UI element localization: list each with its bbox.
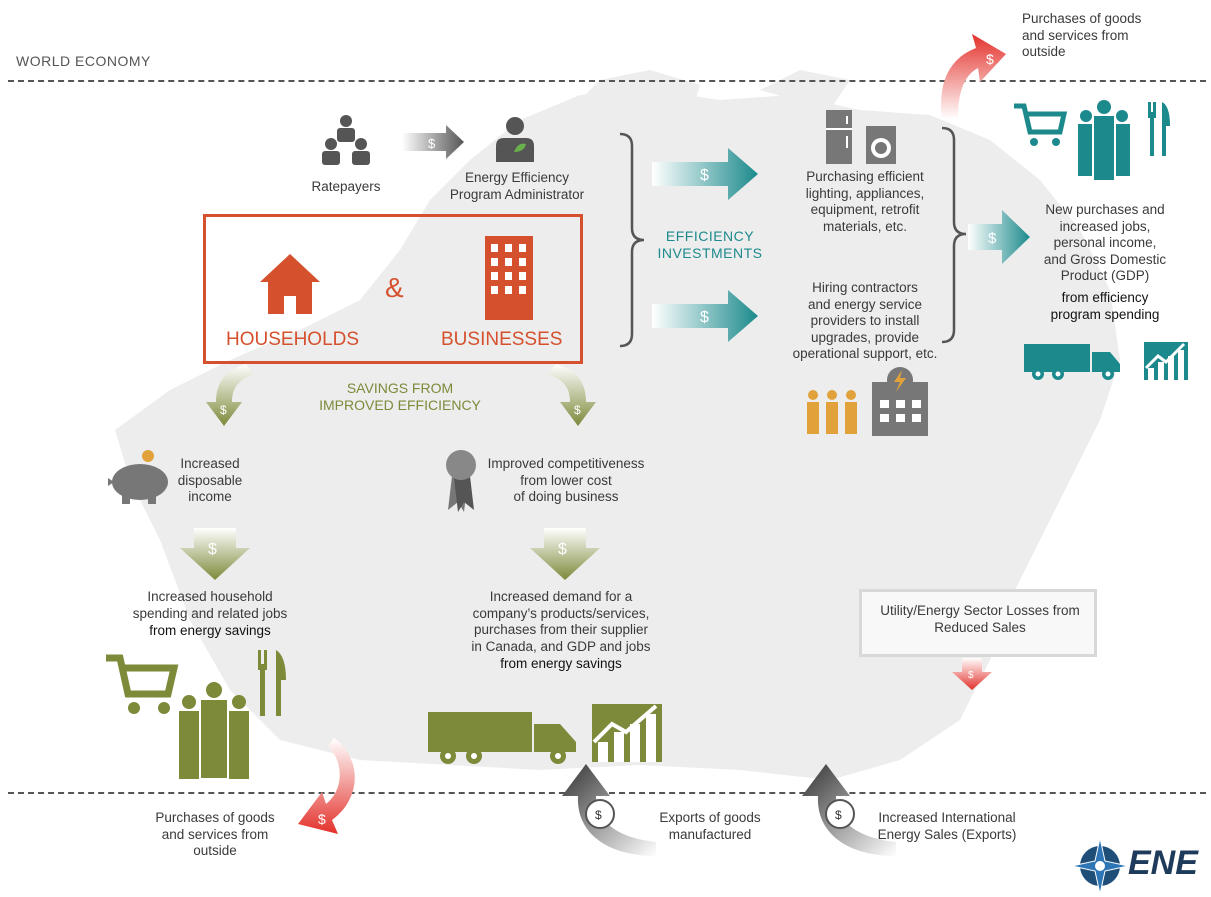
svg-text:$: $: [318, 811, 326, 827]
hiring-text: Hiring contractors and energy service pr…: [792, 280, 938, 361]
people-group-icon-teal: [1078, 100, 1130, 180]
investment-arrow-purchasing: $: [652, 148, 758, 200]
fork-knife-icon-olive: [258, 650, 286, 716]
household-spending-text: Increased household spending and related…: [132, 589, 288, 621]
international-sales-arrow: $: [802, 764, 896, 856]
fork-knife-icon-teal: [1148, 102, 1170, 156]
svg-text:$: $: [220, 403, 227, 417]
shopping-cart-icon-teal: [1014, 103, 1068, 146]
svg-text:$: $: [700, 309, 709, 326]
outcome-arrow: $: [968, 210, 1030, 264]
svg-text:$: $: [558, 541, 567, 558]
households-businesses-box: [203, 214, 583, 364]
shopping-cart-icon-olive: [106, 654, 179, 714]
compass-logo-icon: [1071, 837, 1129, 895]
exports-goods-arrow: $: [562, 764, 656, 856]
fridge-washer-icon: [826, 110, 896, 164]
growth-chart-icon-teal: [1144, 342, 1188, 380]
competitiveness-text: Improved competitiveness from lower cost…: [487, 456, 645, 504]
truck-icon-teal: [1024, 344, 1120, 380]
svg-text:$: $: [574, 403, 581, 417]
disposable-income-text: Increased disposable income: [177, 456, 243, 504]
svg-text:$: $: [986, 51, 994, 67]
house-icon: [260, 254, 320, 314]
outflow-arrow-top: $: [941, 34, 1006, 119]
program-administrator-icon: [496, 117, 534, 162]
bottom-outside-purchases-text: Purchases of goods and services from out…: [155, 810, 275, 858]
svg-text:$: $: [208, 541, 217, 558]
business-savings-arrow: $: [548, 364, 596, 426]
svg-text:$: $: [835, 808, 842, 822]
svg-text:$: $: [595, 808, 602, 822]
demand-bold-text: from energy savings: [500, 656, 622, 671]
svg-text:$: $: [968, 670, 974, 681]
bracket-right: [941, 126, 967, 344]
world-economy-label: WORLD ECONOMY: [16, 53, 151, 69]
ampersand: &: [385, 272, 404, 303]
households-label: HOUSEHOLDS: [226, 329, 360, 350]
svg-text:$: $: [700, 167, 709, 184]
world-economy-boundary-top: [8, 80, 1206, 82]
piggy-bank-icon: [108, 450, 168, 504]
utility-losses-text: Utility/Energy Sector Losses from Reduce…: [880, 603, 1080, 635]
utility-loss-arrow: $: [952, 658, 992, 690]
purchasing-text: Purchasing efficient lighting, appliance…: [805, 169, 925, 234]
workers-icon: [807, 390, 857, 434]
ene-logo-text: ENE: [1128, 844, 1198, 882]
svg-text:$: $: [988, 230, 997, 247]
utility-losses-box: [859, 589, 1097, 657]
exports-goods-text: Exports of goods manufactured: [659, 810, 761, 842]
ratepayers-label: Ratepayers: [311, 179, 381, 194]
award-ribbon-icon: [446, 450, 476, 512]
businesses-label: BUSINESSES: [441, 329, 563, 350]
savings-label: SAVINGS FROM IMPROVED EFFICIENCY: [319, 380, 481, 413]
ratepayers-to-admin-arrow: $: [402, 125, 464, 159]
efficiency-investments-label: EFFICIENCY INVESTMENTS: [657, 228, 763, 261]
program-administrator-label: Energy Efficiency Program Administrator: [449, 170, 585, 202]
people-group-icon-olive: [179, 682, 249, 779]
household-spending-arrow: $: [180, 528, 250, 580]
outflow-arrow-bottom: $: [298, 738, 355, 834]
household-savings-arrow: $: [206, 364, 254, 426]
outcome-text: New purchases and increased jobs, person…: [1043, 202, 1167, 283]
truck-icon-olive: [428, 712, 576, 764]
international-sales-text: Increased International Energy Sales (Ex…: [877, 810, 1017, 842]
growth-chart-icon-olive: [592, 704, 662, 762]
ratepayers-icon: [322, 115, 370, 165]
svg-text:$: $: [428, 136, 436, 151]
business-demand-arrow: $: [530, 528, 600, 580]
bracket-left: [619, 132, 645, 348]
office-building-icon: [485, 236, 533, 320]
demand-text: Increased demand for a company’s product…: [471, 589, 651, 654]
top-outside-purchases-text: Purchases of goods and services from out…: [1022, 11, 1142, 59]
utility-building-icon: [872, 367, 928, 436]
outcome-bold-text: from efficiency program spending: [1050, 290, 1160, 322]
household-spending-bold-text: from energy savings: [149, 623, 271, 638]
investment-arrow-hiring: $: [652, 290, 758, 342]
